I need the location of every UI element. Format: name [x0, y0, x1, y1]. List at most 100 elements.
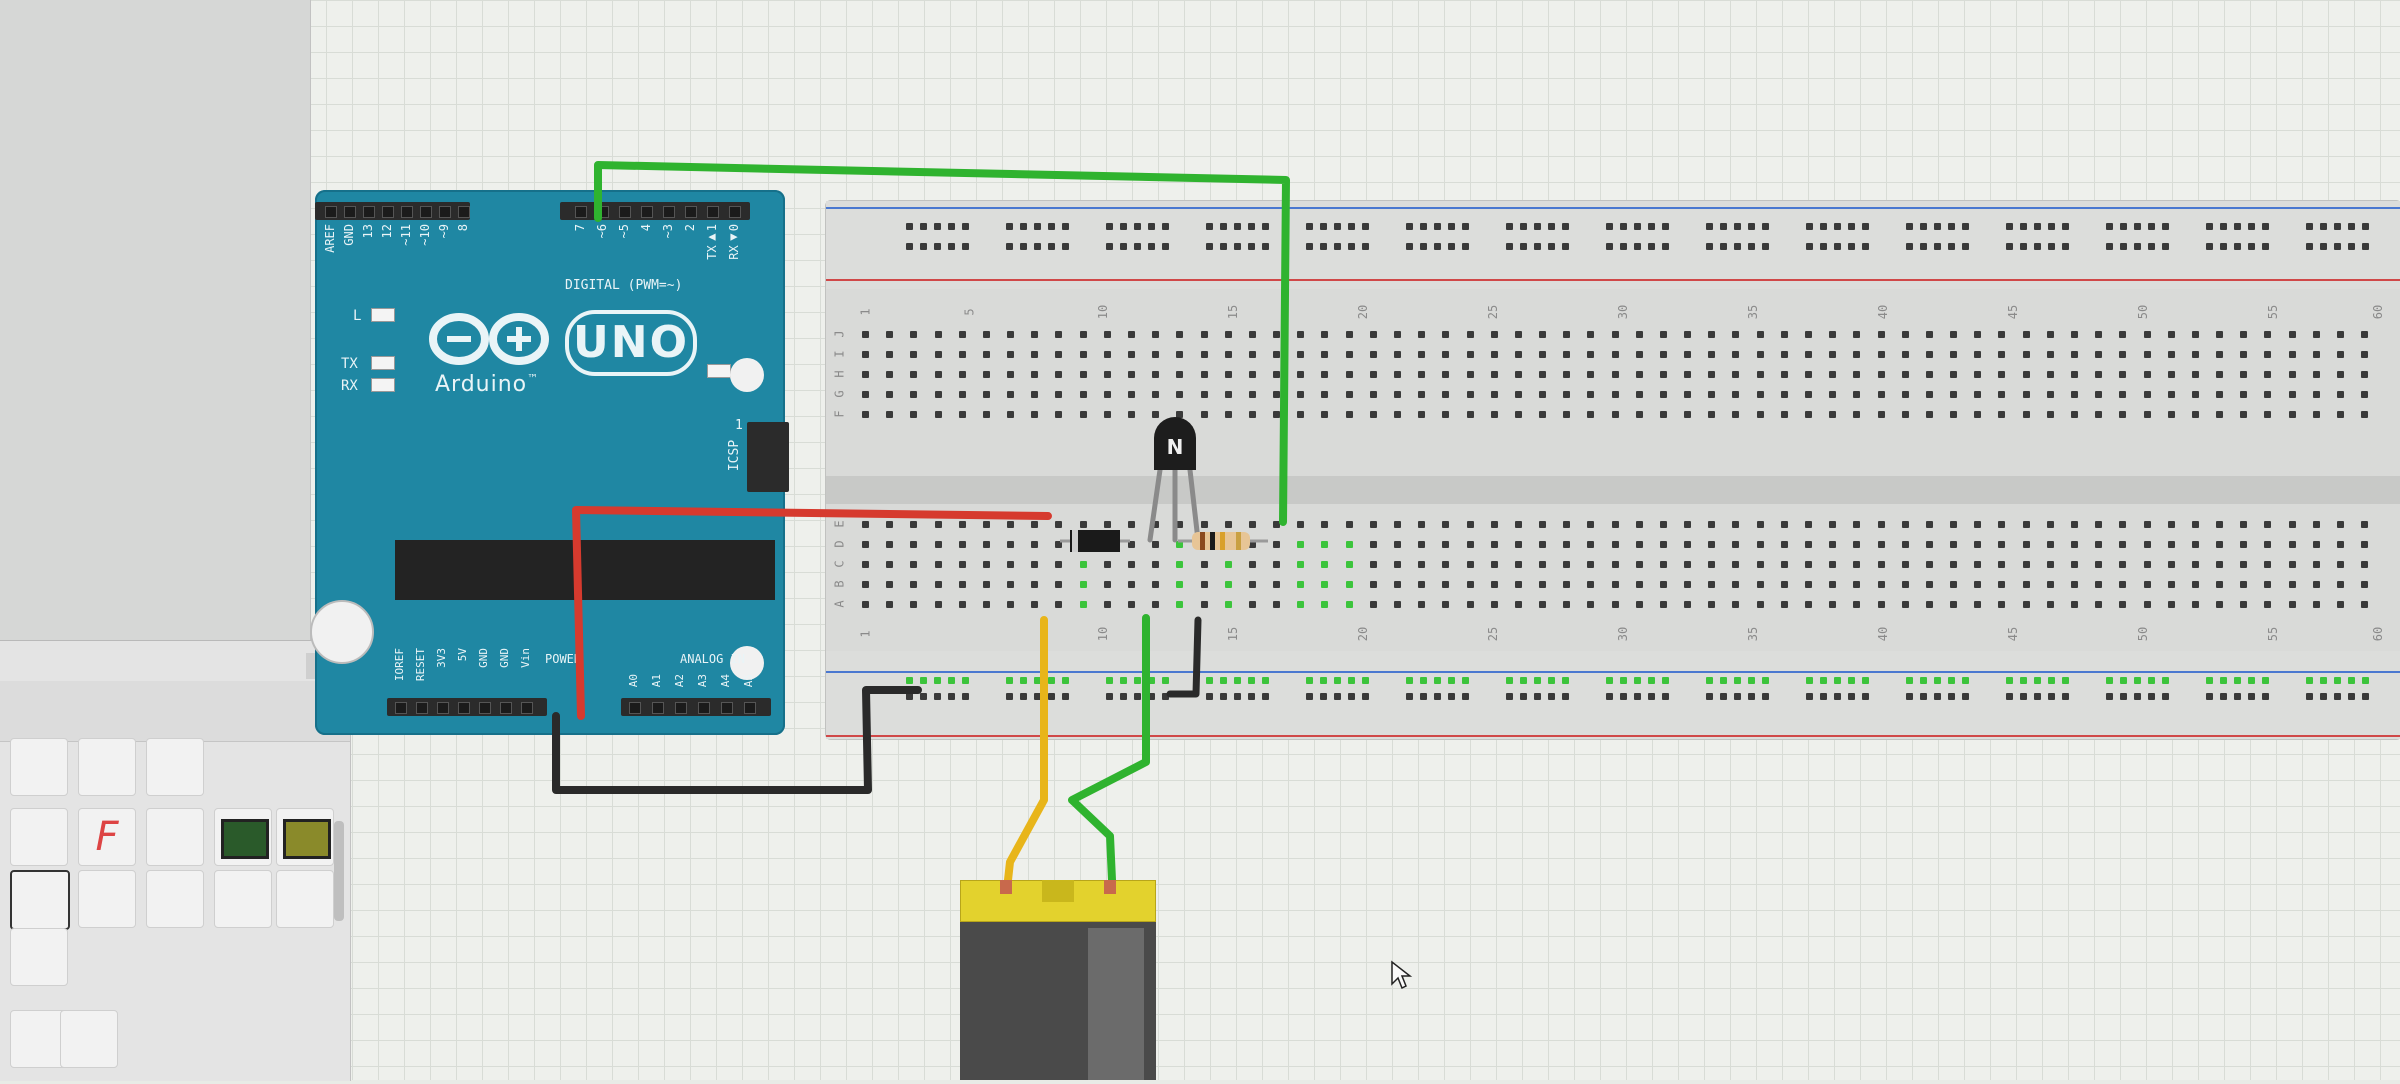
breadboard-hole[interactable] — [1734, 243, 1741, 250]
breadboard-hole[interactable] — [862, 541, 869, 548]
breadboard-hole[interactable] — [2048, 693, 2055, 700]
breadboard-hole[interactable] — [1853, 331, 1861, 338]
breadboard-hole[interactable] — [2167, 371, 2175, 378]
breadboard-hole[interactable] — [958, 331, 966, 338]
flex-part[interactable] — [60, 1010, 118, 1068]
breadboard-hole[interactable] — [2134, 693, 2141, 700]
breadboard-hole[interactable] — [1539, 351, 1547, 358]
breadboard-hole[interactable] — [906, 243, 913, 250]
breadboard-hole[interactable] — [2046, 351, 2054, 358]
breadboard-hole[interactable] — [1103, 351, 1111, 358]
breadboard-hole[interactable] — [1706, 223, 1713, 230]
breadboard-hole[interactable] — [1176, 581, 1184, 588]
breadboard-hole[interactable] — [910, 601, 918, 608]
breadboard-hole[interactable] — [2095, 541, 2103, 548]
breadboard-hole[interactable] — [1034, 677, 1041, 684]
breadboard-hole[interactable] — [1734, 693, 1741, 700]
breadboard-hole[interactable] — [1248, 677, 1255, 684]
breadboard-hole[interactable] — [1853, 411, 1861, 418]
breadboard-hole[interactable] — [1732, 561, 1740, 568]
breadboard-hole[interactable] — [1152, 601, 1160, 608]
breadboard-hole[interactable] — [2046, 541, 2054, 548]
breadboard-hole[interactable] — [2336, 331, 2344, 338]
breadboard-hole[interactable] — [2262, 223, 2269, 230]
breadboard-hole[interactable] — [2264, 371, 2272, 378]
breadboard-hole[interactable] — [1834, 223, 1841, 230]
header-pin[interactable] — [663, 206, 675, 218]
breadboard-hole[interactable] — [1635, 391, 1643, 398]
breadboard-hole[interactable] — [1152, 371, 1160, 378]
breadboard-hole[interactable] — [1877, 521, 1885, 528]
breadboard-hole[interactable] — [1756, 521, 1764, 528]
breadboard-hole[interactable] — [1611, 391, 1619, 398]
breadboard-hole[interactable] — [2046, 581, 2054, 588]
breadboard-hole[interactable] — [1877, 541, 1885, 548]
breadboard-hole[interactable] — [1320, 243, 1327, 250]
breadboard-hole[interactable] — [1442, 601, 1450, 608]
breadboard-hole[interactable] — [1321, 601, 1329, 608]
breadboard-hole[interactable] — [886, 601, 894, 608]
breadboard-hole[interactable] — [1152, 581, 1160, 588]
piezo-part[interactable] — [10, 928, 68, 986]
breadboard-hole[interactable] — [1345, 581, 1353, 588]
breadboard-hole[interactable] — [2334, 243, 2341, 250]
breadboard-hole[interactable] — [1306, 223, 1313, 230]
breadboard-hole[interactable] — [1925, 541, 1933, 548]
breadboard-hole[interactable] — [1106, 243, 1113, 250]
breadboard-hole[interactable] — [982, 521, 990, 528]
breadboard-hole[interactable] — [910, 351, 918, 358]
breadboard-hole[interactable] — [2046, 411, 2054, 418]
breadboard-hole[interactable] — [2216, 371, 2224, 378]
breadboard-hole[interactable] — [1103, 581, 1111, 588]
breadboard-hole[interactable] — [1820, 243, 1827, 250]
breadboard-hole[interactable] — [1248, 601, 1256, 608]
breadboard-hole[interactable] — [1234, 223, 1241, 230]
breadboard-hole[interactable] — [2095, 411, 2103, 418]
breadboard-hole[interactable] — [1031, 601, 1039, 608]
header-pin[interactable] — [698, 702, 710, 714]
breadboard-hole[interactable] — [982, 601, 990, 608]
breadboard-hole[interactable] — [1920, 693, 1927, 700]
breadboard-hole[interactable] — [1659, 331, 1667, 338]
breadboard-hole[interactable] — [1321, 391, 1329, 398]
breadboard-hole[interactable] — [1442, 371, 1450, 378]
breadboard-hole[interactable] — [1877, 351, 1885, 358]
breadboard-hole[interactable] — [2216, 411, 2224, 418]
breadboard-hole[interactable] — [910, 581, 918, 588]
breadboard-hole[interactable] — [1606, 223, 1613, 230]
breadboard-hole[interactable] — [886, 351, 894, 358]
breadboard-hole[interactable] — [2320, 693, 2327, 700]
breadboard-hole[interactable] — [1514, 521, 1522, 528]
breadboard-hole[interactable] — [2264, 521, 2272, 528]
breadboard-hole[interactable] — [2120, 243, 2127, 250]
breadboard-hole[interactable] — [2191, 581, 2199, 588]
breadboard-hole[interactable] — [1079, 521, 1087, 528]
breadboard-hole[interactable] — [1756, 351, 1764, 358]
breadboard-hole[interactable] — [2206, 677, 2213, 684]
breadboard-hole[interactable] — [1563, 601, 1571, 608]
breadboard-hole[interactable] — [2048, 223, 2055, 230]
breadboard-hole[interactable] — [2134, 677, 2141, 684]
breadboard-hole[interactable] — [1829, 371, 1837, 378]
breadboard-hole[interactable] — [1448, 693, 1455, 700]
breadboard-hole[interactable] — [2336, 411, 2344, 418]
breadboard-hole[interactable] — [1925, 391, 1933, 398]
breadboard-hole[interactable] — [2162, 243, 2169, 250]
breadboard-hole[interactable] — [1901, 541, 1909, 548]
breadboard-hole[interactable] — [2134, 243, 2141, 250]
breadboard-hole[interactable] — [1539, 391, 1547, 398]
breadboard-hole[interactable] — [934, 391, 942, 398]
breadboard-hole[interactable] — [1635, 351, 1643, 358]
breadboard-hole[interactable] — [2046, 601, 2054, 608]
breadboard-hole[interactable] — [1362, 243, 1369, 250]
breadboard-hole[interactable] — [1834, 677, 1841, 684]
breadboard-hole[interactable] — [1877, 561, 1885, 568]
breadboard-hole[interactable] — [1587, 411, 1595, 418]
breadboard-hole[interactable] — [2220, 693, 2227, 700]
breadboard-hole[interactable] — [2106, 223, 2113, 230]
breadboard-hole[interactable] — [2206, 693, 2213, 700]
breadboard-hole[interactable] — [1950, 561, 1958, 568]
breadboard-hole[interactable] — [1514, 371, 1522, 378]
breadboard-hole[interactable] — [1901, 561, 1909, 568]
breadboard-hole[interactable] — [1206, 677, 1213, 684]
